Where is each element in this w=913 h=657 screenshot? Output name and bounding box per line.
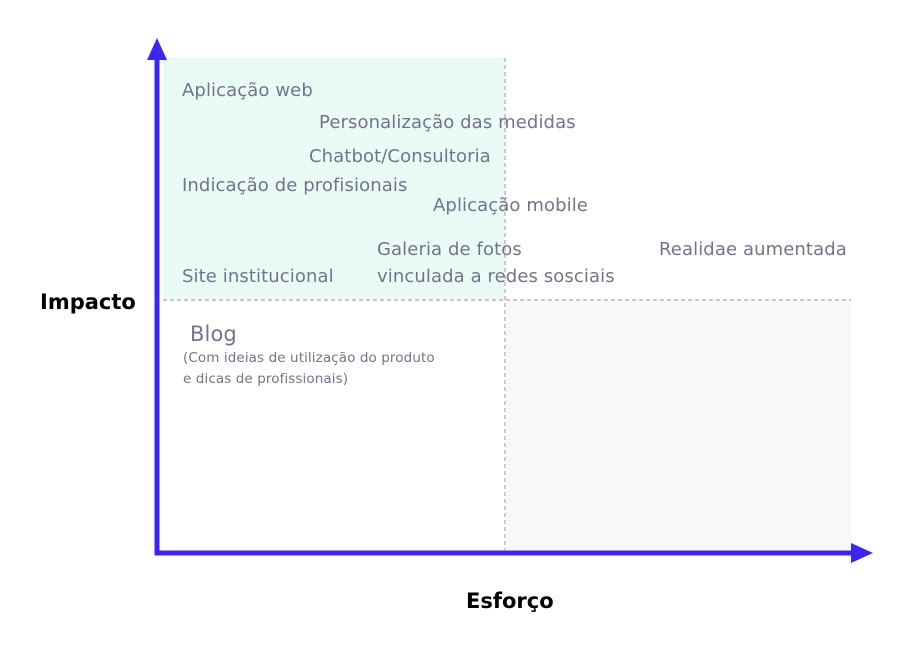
item-blog-title: Blog [190,322,237,346]
item-galeria-line2: vinculada a redes sosciais [377,266,615,287]
item-personalizacao: Personalização das medidas [319,112,576,133]
low-impact-high-effort-quadrant [507,302,851,550]
item-galeria-line1: Galeria de fotos [377,239,522,260]
item-aplicacao-mobile: Aplicação mobile [433,195,588,216]
x-axis-arrow-icon [851,543,873,563]
item-realidade-aumentada: Realidae aumentada [659,239,847,260]
item-aplicacao-web: Aplicação web [182,80,313,101]
item-blog-desc-line1: (Com ideias de utilização do produto [183,350,435,366]
item-indicacao: Indicação de profisionais [182,175,408,196]
x-axis-label: Esforço [466,589,554,613]
item-chatbot: Chatbot/Consultoria [309,146,491,167]
y-axis-arrow-icon [147,38,167,60]
y-axis-label: Impacto [40,290,136,314]
item-site-institucional: Site institucional [182,266,334,287]
item-blog-desc-line2: e dicas de profissionais) [183,371,349,387]
high-impact-low-effort-quadrant [163,58,504,299]
